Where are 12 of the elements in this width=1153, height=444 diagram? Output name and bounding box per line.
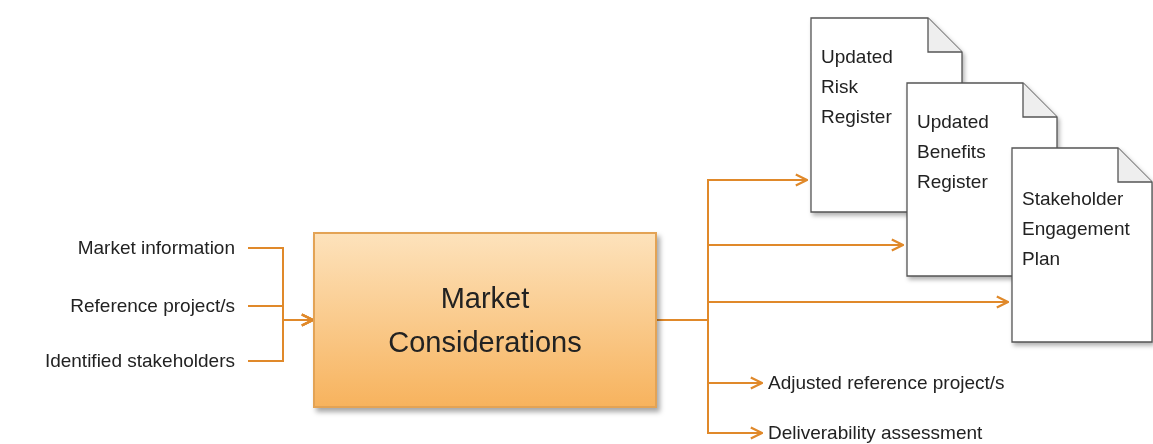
- document-title: Updated Benefits Register: [917, 110, 990, 194]
- document-title: Stakeholder Engagement Plan: [1022, 187, 1131, 271]
- document-title: Updated Risk Register: [821, 45, 894, 129]
- output-label: Adjusted reference project/s: [768, 371, 1068, 395]
- input-label: Identified stakeholders: [0, 349, 248, 373]
- connector-arrow: [247, 313, 315, 362]
- process-box: [313, 232, 657, 408]
- process-title: Market Considerations: [387, 281, 583, 360]
- input-label: Market information: [0, 236, 248, 260]
- output-label: Deliverability assessment: [768, 421, 1068, 444]
- input-label: Reference project/s: [0, 294, 248, 318]
- connector-arrow: [656, 319, 764, 440]
